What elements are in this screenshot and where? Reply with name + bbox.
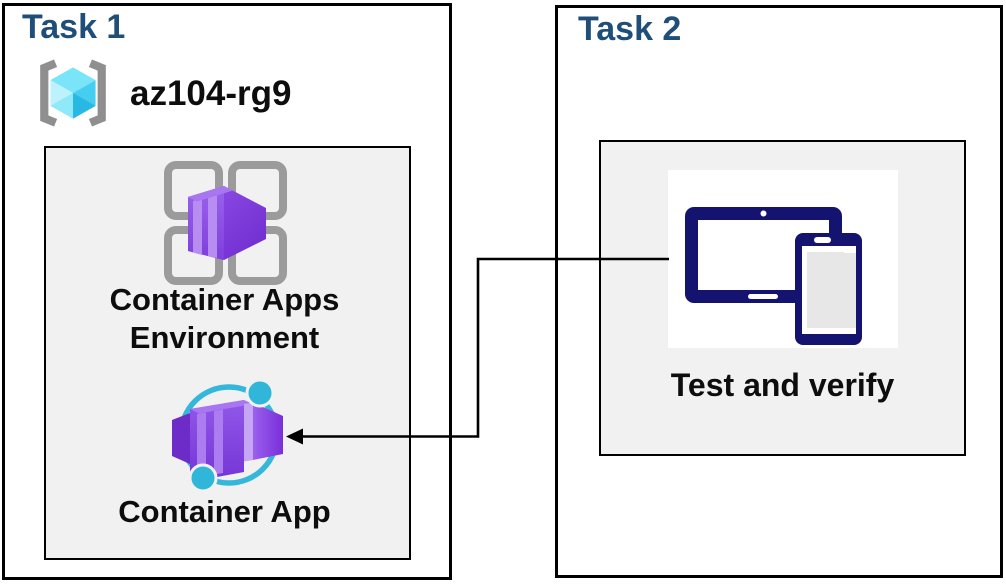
container-app-label: Container App	[118, 494, 331, 529]
environment-label-line1: Container Apps	[109, 282, 340, 317]
container-apps-environment-icon	[164, 161, 287, 285]
test-and-verify-panel	[668, 170, 898, 348]
task2-title: Task 2	[578, 10, 682, 48]
environment-label-line2: Environment	[129, 320, 320, 355]
environment-label: Container Apps Environment	[41, 281, 408, 357]
resource-group-icon	[40, 59, 106, 127]
tablet-and-phone-icon	[668, 170, 898, 348]
container-app-icon	[172, 379, 283, 492]
test-and-verify-label: Test and verify	[670, 367, 895, 403]
task1-title: Task 1	[22, 8, 126, 46]
resource-group-name: az104-rg9	[130, 74, 292, 113]
